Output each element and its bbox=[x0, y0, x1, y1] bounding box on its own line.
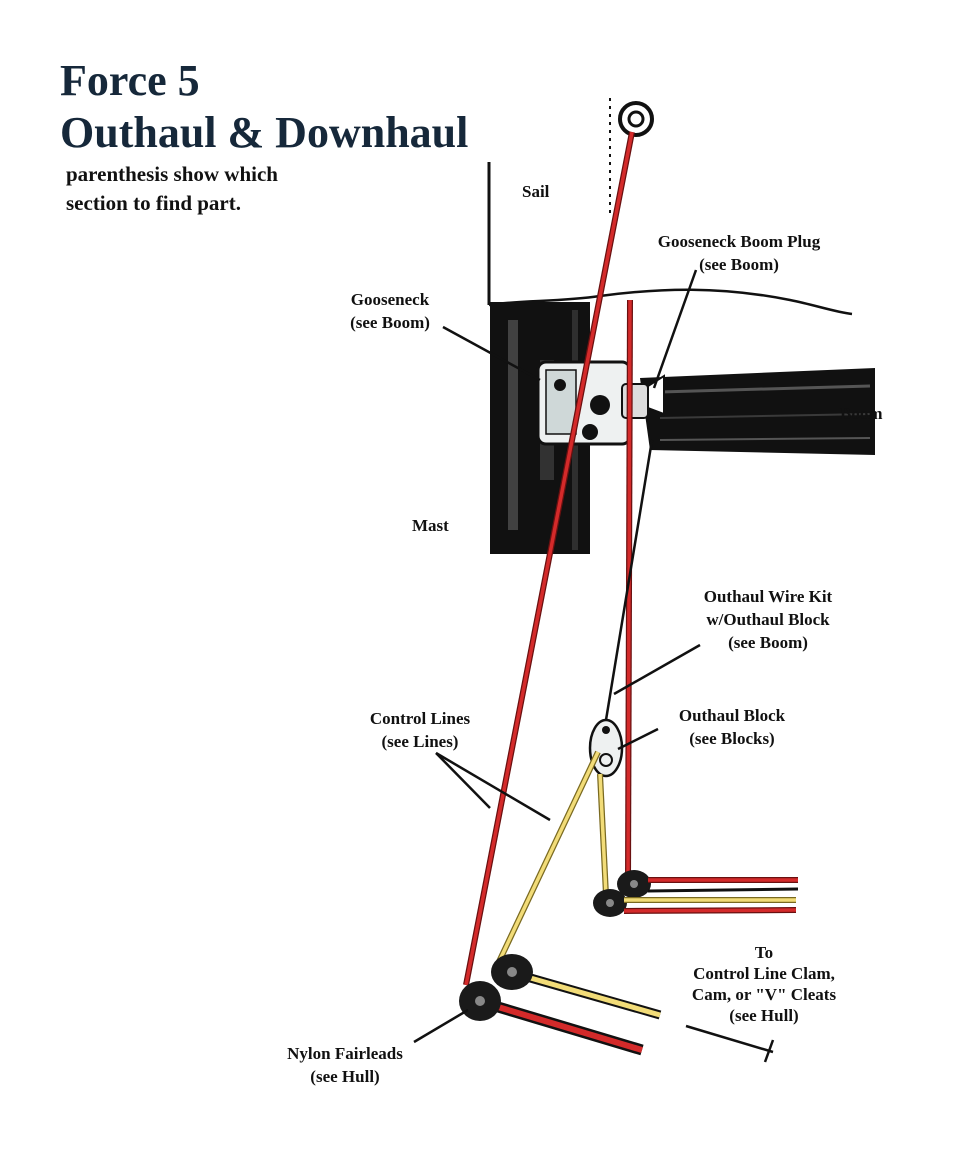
label-control-lines-line-1: Control Lines bbox=[369, 709, 471, 728]
boom bbox=[640, 368, 875, 455]
upper-fairleads bbox=[593, 870, 799, 917]
leader-lines bbox=[413, 269, 775, 1063]
label-outhaul-block-line-1: Outhaul Block bbox=[678, 706, 786, 725]
label-outhaul-wire-kit-line-3: (see Boom) bbox=[728, 633, 808, 652]
outhaul-wire bbox=[604, 439, 654, 721]
label-gooseneck-line-2: (see Boom) bbox=[350, 313, 430, 332]
title-line-2: Outhaul & Downhaul bbox=[60, 108, 469, 157]
outhaul-block bbox=[588, 718, 624, 778]
title-line-1: Force 5 bbox=[60, 56, 200, 105]
note-line-1: parenthesis show which bbox=[66, 162, 278, 186]
top-ring bbox=[618, 101, 654, 137]
label-nylon-fairleads-line-1: Nylon Fairleads bbox=[287, 1044, 403, 1063]
label-gooseneck-boom-plug-line-2: (see Boom) bbox=[699, 255, 779, 274]
label-gooseneck-line-1: Gooseneck bbox=[350, 290, 430, 309]
outhaul-red-line bbox=[625, 299, 633, 883]
label-boom: Boom bbox=[840, 404, 883, 423]
outhaul-control-lines bbox=[493, 750, 609, 970]
label-gooseneck-boom-plug: Gooseneck Boom Plug (see Boom) bbox=[632, 230, 846, 276]
label-outhaul-block-line-2: (see Blocks) bbox=[689, 729, 775, 748]
label-control-lines-line-2: (see Lines) bbox=[381, 732, 459, 751]
label-outhaul-wire-kit-line-2: w/Outhaul Block bbox=[706, 610, 830, 629]
nylon-fairleads bbox=[459, 954, 662, 1056]
gooseneck-fitting bbox=[536, 360, 649, 446]
label-mast: Mast bbox=[412, 516, 449, 535]
label-gooseneck: Gooseneck (see Boom) bbox=[334, 288, 446, 334]
gooseneck-boom-plug bbox=[647, 374, 665, 416]
label-control-lines: Control Lines (see Lines) bbox=[350, 707, 490, 753]
label-to-cleats: To Control Line Clam, Cam, or "V" Cleats… bbox=[676, 942, 852, 1026]
label-to-cleats-line-2: Control Line Clam, bbox=[693, 964, 835, 983]
label-nylon-fairleads: Nylon Fairleads (see Hull) bbox=[266, 1042, 424, 1088]
label-to-cleats-line-3: Cam, or "V" Cleats bbox=[691, 985, 837, 1004]
label-outhaul-block: Outhaul Block (see Blocks) bbox=[660, 704, 804, 750]
downhaul-line bbox=[463, 131, 635, 986]
label-nylon-fairleads-line-2: (see Hull) bbox=[310, 1067, 380, 1086]
note-line-2: section to find part. bbox=[66, 191, 241, 215]
sail-outline bbox=[487, 98, 853, 316]
label-gooseneck-boom-plug-line-1: Gooseneck Boom Plug bbox=[657, 232, 821, 251]
label-to-cleats-line-4: (see Hull) bbox=[729, 1006, 799, 1025]
label-outhaul-wire-kit-line-1: Outhaul Wire Kit bbox=[703, 587, 833, 606]
label-outhaul-wire-kit: Outhaul Wire Kit w/Outhaul Block (see Bo… bbox=[680, 585, 856, 654]
label-sail: Sail bbox=[522, 182, 550, 201]
label-to-cleats-line-1: To bbox=[754, 943, 774, 962]
